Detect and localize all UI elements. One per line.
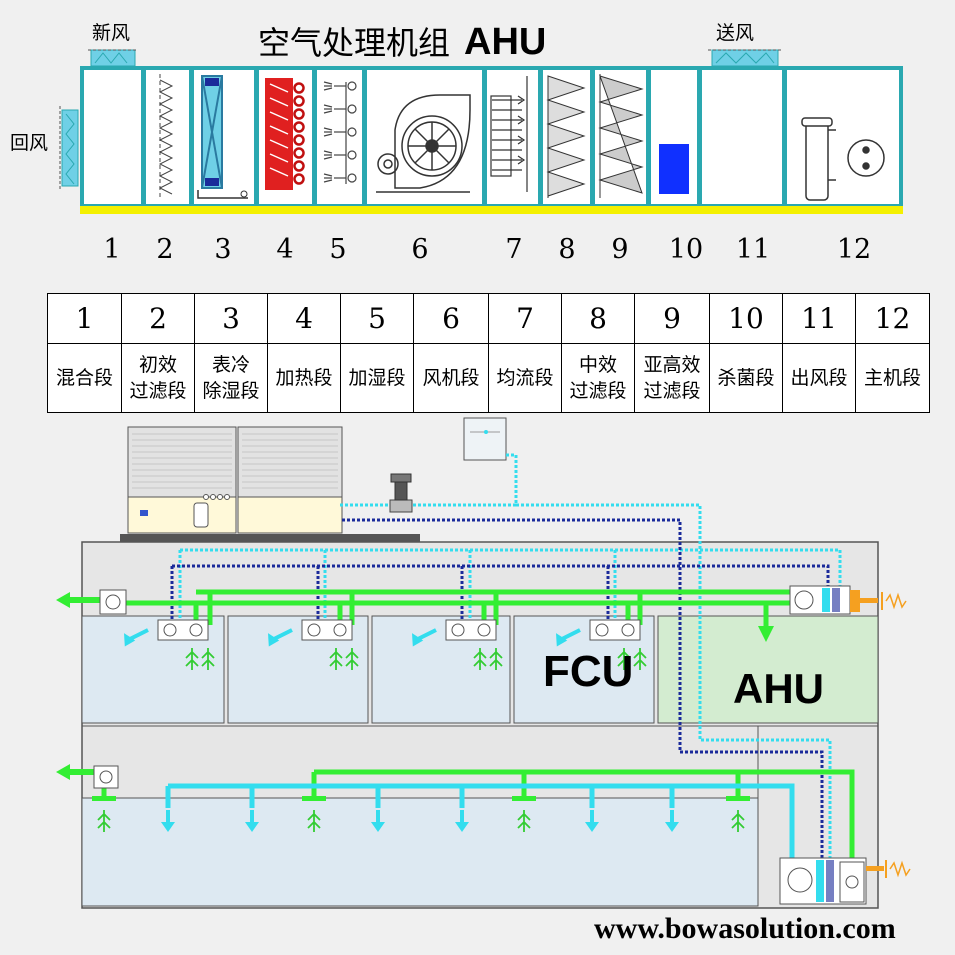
supply-duct-lower xyxy=(165,783,795,858)
legend-name: 初效过滤段 xyxy=(121,343,195,413)
chilled-water-return-line xyxy=(170,518,830,870)
ahu-base xyxy=(80,206,903,214)
legend-number: 5 xyxy=(340,293,414,344)
legend-name: 均流段 xyxy=(488,343,562,413)
legend-number: 7 xyxy=(488,293,562,344)
section-number: 9 xyxy=(611,234,629,265)
compressor-icon xyxy=(801,117,885,201)
legend-name: 亚高效过滤段 xyxy=(634,343,710,413)
legend-number: 2 xyxy=(121,293,195,344)
legend-name: 中效过滤段 xyxy=(561,343,635,413)
website-watermark: www.bowasolution.com xyxy=(594,912,896,945)
legend-name-line1: 均流段 xyxy=(496,367,554,389)
exhaust-arrow-icon xyxy=(56,592,100,608)
section-number: 11 xyxy=(735,234,771,265)
section-7-diffuser xyxy=(487,70,538,204)
legend-name-line1: 加湿段 xyxy=(348,367,406,389)
legend-name-line1: 出风段 xyxy=(790,367,848,389)
legend-name-line1: 混合段 xyxy=(55,367,113,389)
legend-number: 12 xyxy=(855,293,930,344)
legend-name-line1: 中效 xyxy=(578,354,617,376)
chiller-unit-icon xyxy=(120,426,420,542)
legend-name-line1: 加热段 xyxy=(275,367,333,389)
exhaust-fan-lower-icon xyxy=(93,765,119,789)
section-11-outlet xyxy=(702,70,782,204)
expansion-tank-icon xyxy=(463,417,507,461)
pump-icon xyxy=(389,473,413,513)
legend-name-line2: 过滤段 xyxy=(569,380,627,402)
legend-name-line1: 亚高效 xyxy=(643,354,701,376)
ahu-unit-lower-icon xyxy=(779,857,911,905)
ahu-supply-arrow-icon xyxy=(758,626,774,642)
section-number: 12 xyxy=(836,234,872,265)
legend-number: 6 xyxy=(413,293,489,344)
section-1-mixing xyxy=(84,70,141,204)
sterilizer-block xyxy=(659,144,689,194)
legend-name-line1: 杀菌段 xyxy=(717,367,775,389)
exhaust-arrow-lower-icon xyxy=(56,764,94,780)
section-number: 3 xyxy=(214,234,232,265)
fcu-label: FCU xyxy=(543,647,634,696)
section-number: 2 xyxy=(156,234,174,265)
legend-name-row: 混合段 初效过滤段 表冷除湿段 加热段 加湿段 风机段 均流段 中效过滤段 亚高… xyxy=(47,343,930,413)
fresh-air-duct-upper xyxy=(120,589,790,626)
legend-name-line1: 风机段 xyxy=(422,367,480,389)
section-number: 1 xyxy=(103,234,121,265)
legend-name-line2: 除湿段 xyxy=(202,380,260,402)
legend-name-line1: 表冷 xyxy=(211,354,250,376)
return-air-label: 回风 xyxy=(10,132,49,154)
title-abbr: AHU xyxy=(464,21,547,63)
chilled-water-supply-line xyxy=(178,453,842,870)
legend-name: 加热段 xyxy=(267,343,341,413)
legend-name: 风机段 xyxy=(413,343,489,413)
ahu-unit-upper-icon xyxy=(789,585,907,615)
hepa-filter-icon xyxy=(598,74,644,198)
legend-name: 主机段 xyxy=(855,343,930,413)
section-number: 4 xyxy=(276,234,294,265)
return-air-damper-icon xyxy=(59,106,79,190)
primary-filter-icon xyxy=(158,74,174,200)
section-number: 6 xyxy=(411,234,429,265)
diffuser-icon xyxy=(490,76,528,192)
section-number: 10 xyxy=(668,234,704,265)
ahu-section-diagram xyxy=(59,49,903,214)
legend-number: 10 xyxy=(709,293,783,344)
exhaust-fan-upper-icon xyxy=(99,589,127,615)
cooling-coil-icon xyxy=(197,75,248,199)
legend-number: 11 xyxy=(782,293,856,344)
section-2-primary-filter xyxy=(146,70,189,204)
medium-filter-icon xyxy=(546,75,586,198)
legend-name-line1: 主机段 xyxy=(863,367,921,389)
fresh-air-label: 新风 xyxy=(92,22,131,44)
legend-number: 4 xyxy=(267,293,341,344)
legend-name: 加湿段 xyxy=(340,343,414,413)
supply-air-damper-icon xyxy=(708,49,782,67)
legend-name-line1: 初效 xyxy=(138,354,177,376)
lower-hall xyxy=(81,797,759,907)
supply-air-label: 送风 xyxy=(716,22,755,44)
legend-name: 杀菌段 xyxy=(709,343,783,413)
section-legend-table: 1 2 3 4 5 6 7 8 9 10 11 12 混合段 初效过滤段 表冷除… xyxy=(47,293,930,413)
legend-name: 表冷除湿段 xyxy=(194,343,268,413)
fcu-1-icon xyxy=(124,619,215,671)
fan-icon xyxy=(376,94,471,193)
page-title: 空气处理机组 AHU xyxy=(258,18,546,64)
fcu-2-icon xyxy=(268,619,359,671)
section-number: 5 xyxy=(329,234,347,265)
ahu-label: AHU xyxy=(733,665,824,712)
fcu-3-icon xyxy=(412,619,503,671)
section-number: 8 xyxy=(558,234,576,265)
title-text: 空气处理机组 xyxy=(258,24,451,62)
section-number: 7 xyxy=(505,234,523,265)
fcu-units xyxy=(124,619,647,671)
fcu-4-icon xyxy=(556,619,647,671)
fresh-air-outlets-lower xyxy=(92,796,750,833)
humidifier-icon xyxy=(323,81,357,184)
legend-name-line2: 过滤段 xyxy=(643,380,701,402)
heating-coil-icon xyxy=(265,78,305,190)
legend-name-line2: 过滤段 xyxy=(129,380,187,402)
legend-name: 出风段 xyxy=(782,343,856,413)
